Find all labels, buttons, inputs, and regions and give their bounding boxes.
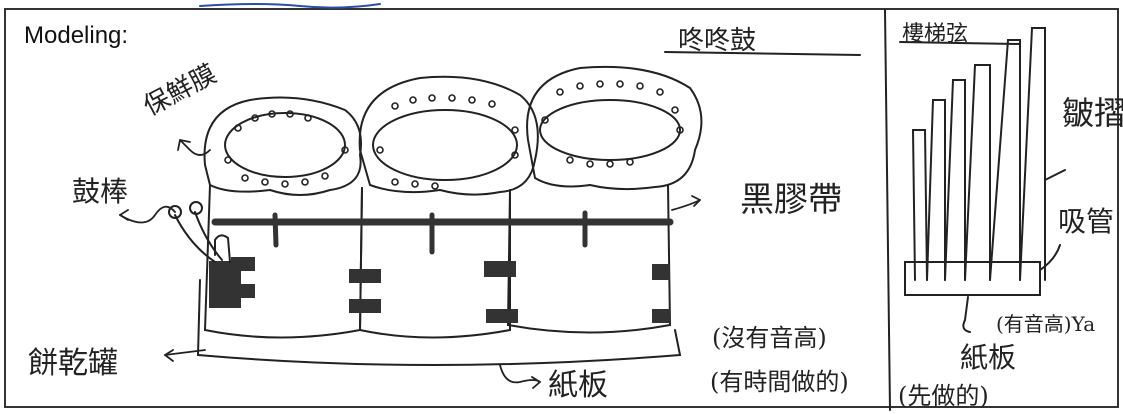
head-dots: [224, 80, 684, 190]
black-tape: [211, 210, 674, 255]
label-time-made: (有時間做的): [710, 368, 849, 396]
cropped-scribble: [199, 3, 381, 9]
diagram-frame: [4, 8, 1119, 408]
label-black-tape: 黑膠帶: [740, 180, 842, 220]
label-drum-title: 咚咚鼓: [678, 26, 757, 56]
label-has-pitch: (有音高)Ya: [996, 312, 1096, 336]
drumsticks: [168, 201, 231, 263]
label-pleats: 皺摺: [1062, 94, 1123, 132]
pan-pipes: [904, 27, 1066, 333]
label-made-first: (先做的): [898, 382, 989, 410]
label-pipe-cardboard: 紙板: [960, 341, 1017, 374]
drum-heads: [203, 65, 703, 196]
label-no-pitch: (沒有音高): [712, 324, 827, 352]
label-cookie-tin: 餅乾罐: [28, 346, 118, 381]
section-divider: [884, 9, 891, 411]
drum-title-underline: [664, 51, 861, 56]
label-drumstick: 鼓棒: [72, 175, 129, 208]
label-pipe-title: 樓梯弦: [902, 22, 969, 47]
tape-blocks: [209, 257, 670, 323]
label-cardboard: 紙板: [548, 368, 608, 403]
pipe-title-underline: [899, 41, 1021, 45]
drum-bodies: [196, 184, 682, 366]
pointer-arrows: [119, 139, 701, 389]
modeling-heading: Modeling:: [24, 22, 129, 49]
label-straw: 吸管: [1058, 205, 1115, 238]
